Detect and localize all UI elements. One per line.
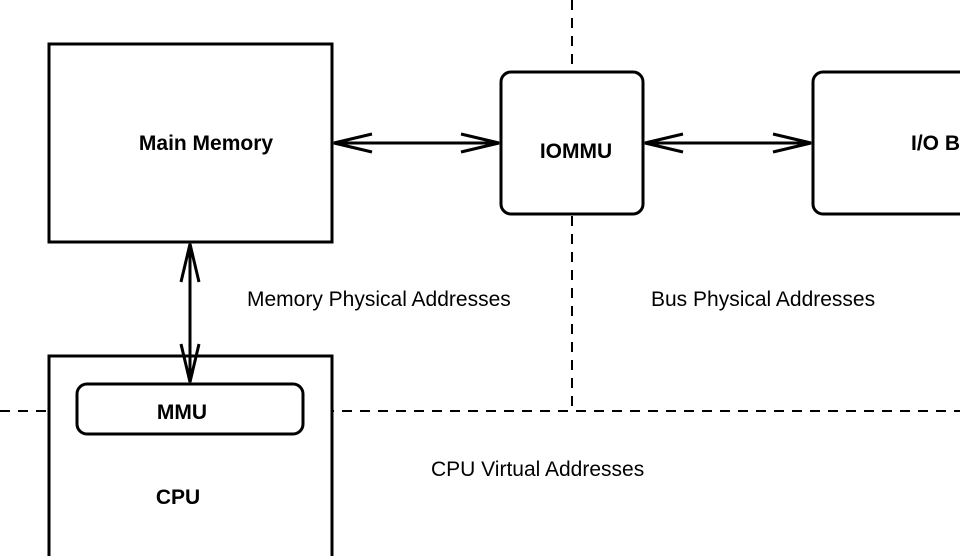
arrowhead-right-icon [460,132,500,154]
mmu-box[interactable]: MMU [75,382,305,436]
arrowhead-right-icon [772,132,812,154]
arrowhead-left-icon [333,132,373,154]
arrow-memory-mmu [179,243,201,383]
arrowhead-up-icon [179,243,201,283]
main-memory-label: Main Memory [139,132,274,155]
mmu-label: MMU [157,401,207,424]
io-bus-box[interactable]: I/O B [811,70,960,216]
arrow-memory-iommu [333,132,500,154]
arrow-iommu-iobus [644,132,812,154]
iommu-label: IOMMU [540,140,612,163]
cpu-virtual-addresses-label: CPU Virtual Addresses [431,458,644,481]
iommu-box[interactable]: IOMMU [499,70,645,216]
cpu-label: CPU [156,486,200,509]
memory-physical-addresses-label: Memory Physical Addresses [247,288,511,311]
bus-physical-addresses-label: Bus Physical Addresses [651,288,875,311]
io-bus-label: I/O B [911,132,960,155]
arrowhead-left-icon [644,132,684,154]
arrowhead-down-icon [179,343,201,383]
main-memory-box[interactable]: Main Memory [47,42,334,244]
